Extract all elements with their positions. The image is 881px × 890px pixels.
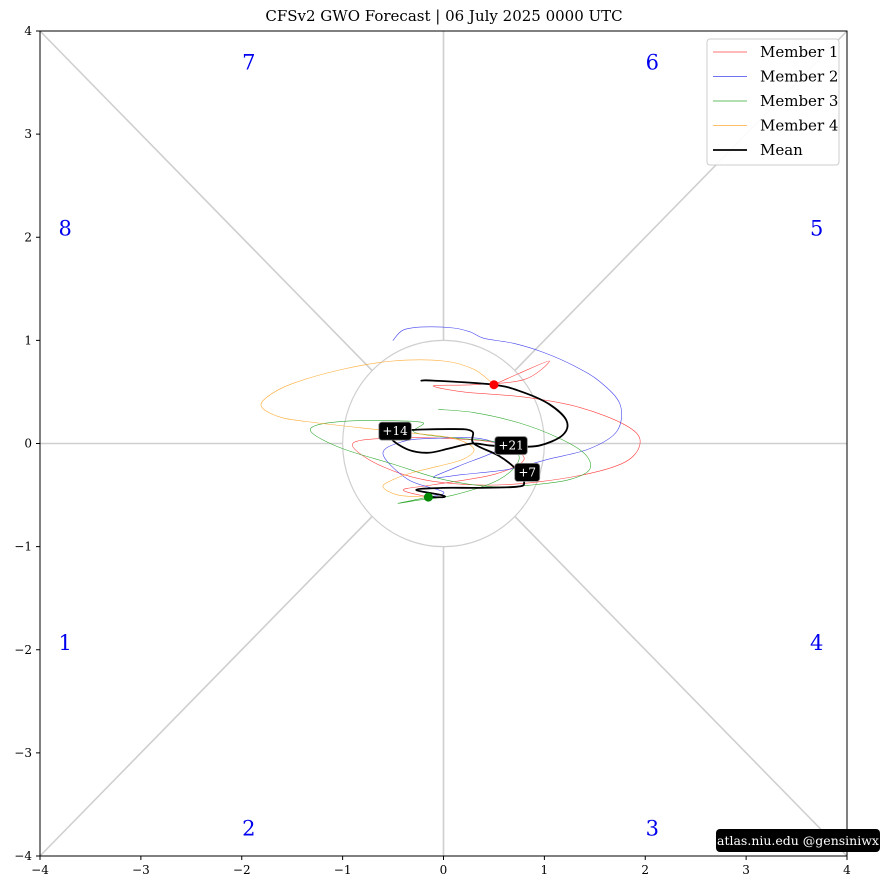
x-tick-label: 0: [440, 863, 448, 877]
y-tick-label: 4: [24, 24, 32, 38]
phase-label-6: 6: [646, 51, 659, 75]
y-tick-label: 0: [24, 437, 32, 451]
y-tick-label: −2: [14, 643, 32, 657]
phase-label-layer: 1 2 3 4 5 6 7 8: [59, 51, 824, 841]
x-tick-label: −4: [31, 863, 49, 877]
credit-box: [716, 829, 880, 852]
y-tick-label: 1: [24, 333, 32, 347]
legend-entry: Member 4: [760, 117, 838, 135]
y-tick-label: 3: [24, 127, 32, 141]
x-tick-label: 1: [541, 863, 549, 877]
marker-layer: [423, 380, 499, 502]
day-label: +7: [518, 465, 536, 479]
series-line-member-3: [310, 409, 592, 504]
x-tick-label: 2: [641, 863, 649, 877]
phase-guides: [39, 30, 848, 857]
day-label-layer: +7 +14 +21: [378, 421, 541, 482]
y-tick-label: −4: [14, 849, 32, 863]
day-label-box: [494, 436, 528, 455]
x-tick-label: 4: [843, 863, 851, 877]
legend: Member 1 Member 2 Member 3 Member 4 Mean: [706, 38, 840, 166]
diagonal-guide-nw: [39, 30, 373, 372]
credit-badge: atlas.niu.edu @gensiniwx: [716, 829, 880, 852]
x-tick-label: −2: [233, 863, 251, 877]
end-marker: [423, 492, 433, 502]
credit-text: atlas.niu.edu @gensiniwx: [717, 833, 879, 848]
legend-entry: Member 1: [760, 43, 838, 61]
legend-entry: Member 3: [760, 92, 838, 110]
legend-box: [706, 38, 840, 166]
phase-label-4: 4: [810, 631, 823, 655]
legend-entry: Mean: [760, 141, 803, 159]
diagonal-guide-se: [514, 515, 848, 857]
day-label-box: [514, 462, 541, 482]
x-tick-label: −1: [334, 863, 352, 877]
phase-label-5: 5: [810, 217, 823, 241]
day-label: +14: [382, 424, 408, 438]
phase-label-7: 7: [242, 51, 255, 75]
series-line-member-2: [382, 326, 622, 498]
x-tick-label: −3: [132, 863, 150, 877]
y-tick-label: −3: [14, 746, 32, 760]
series-line-member-1: [352, 360, 641, 498]
legend-entry: Member 2: [760, 68, 838, 86]
day-label-box: [378, 421, 412, 441]
series-line-member-4: [260, 359, 495, 498]
phase-label-2: 2: [242, 817, 255, 841]
y-tick-label: 2: [24, 230, 32, 244]
axes-layer: −4 −3 −2 −1 0 1 2 3 4 −4 −3 −2 −1 0 1 2 3 4: [14, 24, 851, 877]
x-tick-label: 3: [742, 863, 750, 877]
day-label: +21: [498, 439, 523, 453]
chart-title: CFSv2 GWO Forecast | 06 July 2025 0000 U…: [265, 7, 622, 25]
diagonal-guide-sw: [39, 515, 373, 857]
y-tick-label: −1: [14, 540, 32, 554]
phase-label-3: 3: [646, 817, 659, 841]
phase-label-8: 8: [59, 217, 72, 241]
phase-label-1: 1: [59, 631, 72, 655]
start-marker: [489, 380, 499, 390]
